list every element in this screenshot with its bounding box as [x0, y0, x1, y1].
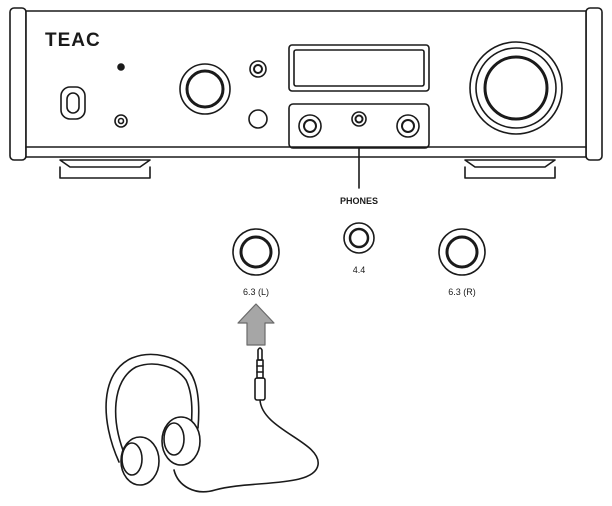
insert-arrow	[237, 303, 275, 346]
headphone-plug	[254, 347, 266, 401]
volume-knob-cap	[483, 55, 549, 121]
left-earcup-cushion	[121, 442, 143, 476]
small-jack[interactable]	[249, 60, 267, 78]
left-earcup	[120, 436, 160, 486]
jack-right-label: 6.3 (R)	[448, 287, 476, 297]
right-side-rail	[585, 7, 603, 161]
jack-balanced[interactable]	[348, 227, 370, 249]
phones-label: PHONES	[340, 196, 378, 206]
enlarged-jacks	[232, 222, 486, 276]
display-screen	[293, 49, 425, 87]
jack-left-bezel	[232, 228, 280, 276]
right-foot	[464, 159, 556, 179]
jack-right-bezel	[438, 228, 486, 276]
plug-shaft	[256, 359, 264, 379]
selector-knob[interactable]	[179, 63, 231, 115]
small-jack-hole	[253, 64, 263, 74]
jack-left[interactable]	[239, 235, 273, 269]
left-side-rail	[9, 7, 27, 161]
jack-left-label: 6.3 (L)	[243, 287, 269, 297]
headband-outer	[105, 353, 200, 463]
right-earcup-cushion	[163, 422, 185, 456]
power-switch-lever	[66, 92, 80, 114]
headband-inner	[114, 363, 193, 459]
plug-tip	[257, 347, 263, 361]
selector-knob-cap	[185, 69, 225, 109]
panel-jack-right-hole	[401, 119, 415, 133]
power-indicator	[117, 63, 125, 71]
panel-jack-right[interactable]	[396, 114, 420, 138]
panel-jack-left[interactable]	[298, 114, 322, 138]
right-earcup	[161, 416, 201, 466]
display-window	[288, 44, 430, 92]
volume-knob[interactable]	[475, 47, 557, 129]
left-foot	[59, 159, 151, 179]
headphones	[105, 353, 201, 486]
front-panel	[25, 10, 587, 158]
panel-jack-balanced-hole	[354, 114, 364, 124]
headphone-cable	[173, 399, 319, 493]
brand-logo: TEAC	[45, 30, 101, 51]
volume-knob-outer	[469, 41, 563, 135]
small-button-center	[117, 117, 125, 125]
panel-jack-balanced[interactable]	[351, 111, 367, 127]
round-button[interactable]	[248, 109, 268, 129]
jack-right[interactable]	[445, 235, 479, 269]
panel-jack-left-hole	[303, 119, 317, 133]
jack-balanced-bezel	[343, 222, 375, 254]
plug-body	[254, 377, 266, 401]
small-button[interactable]	[114, 114, 128, 128]
jack-balanced-label: 4.4	[353, 265, 366, 275]
amplifier	[9, 7, 603, 179]
power-switch[interactable]	[60, 86, 86, 120]
